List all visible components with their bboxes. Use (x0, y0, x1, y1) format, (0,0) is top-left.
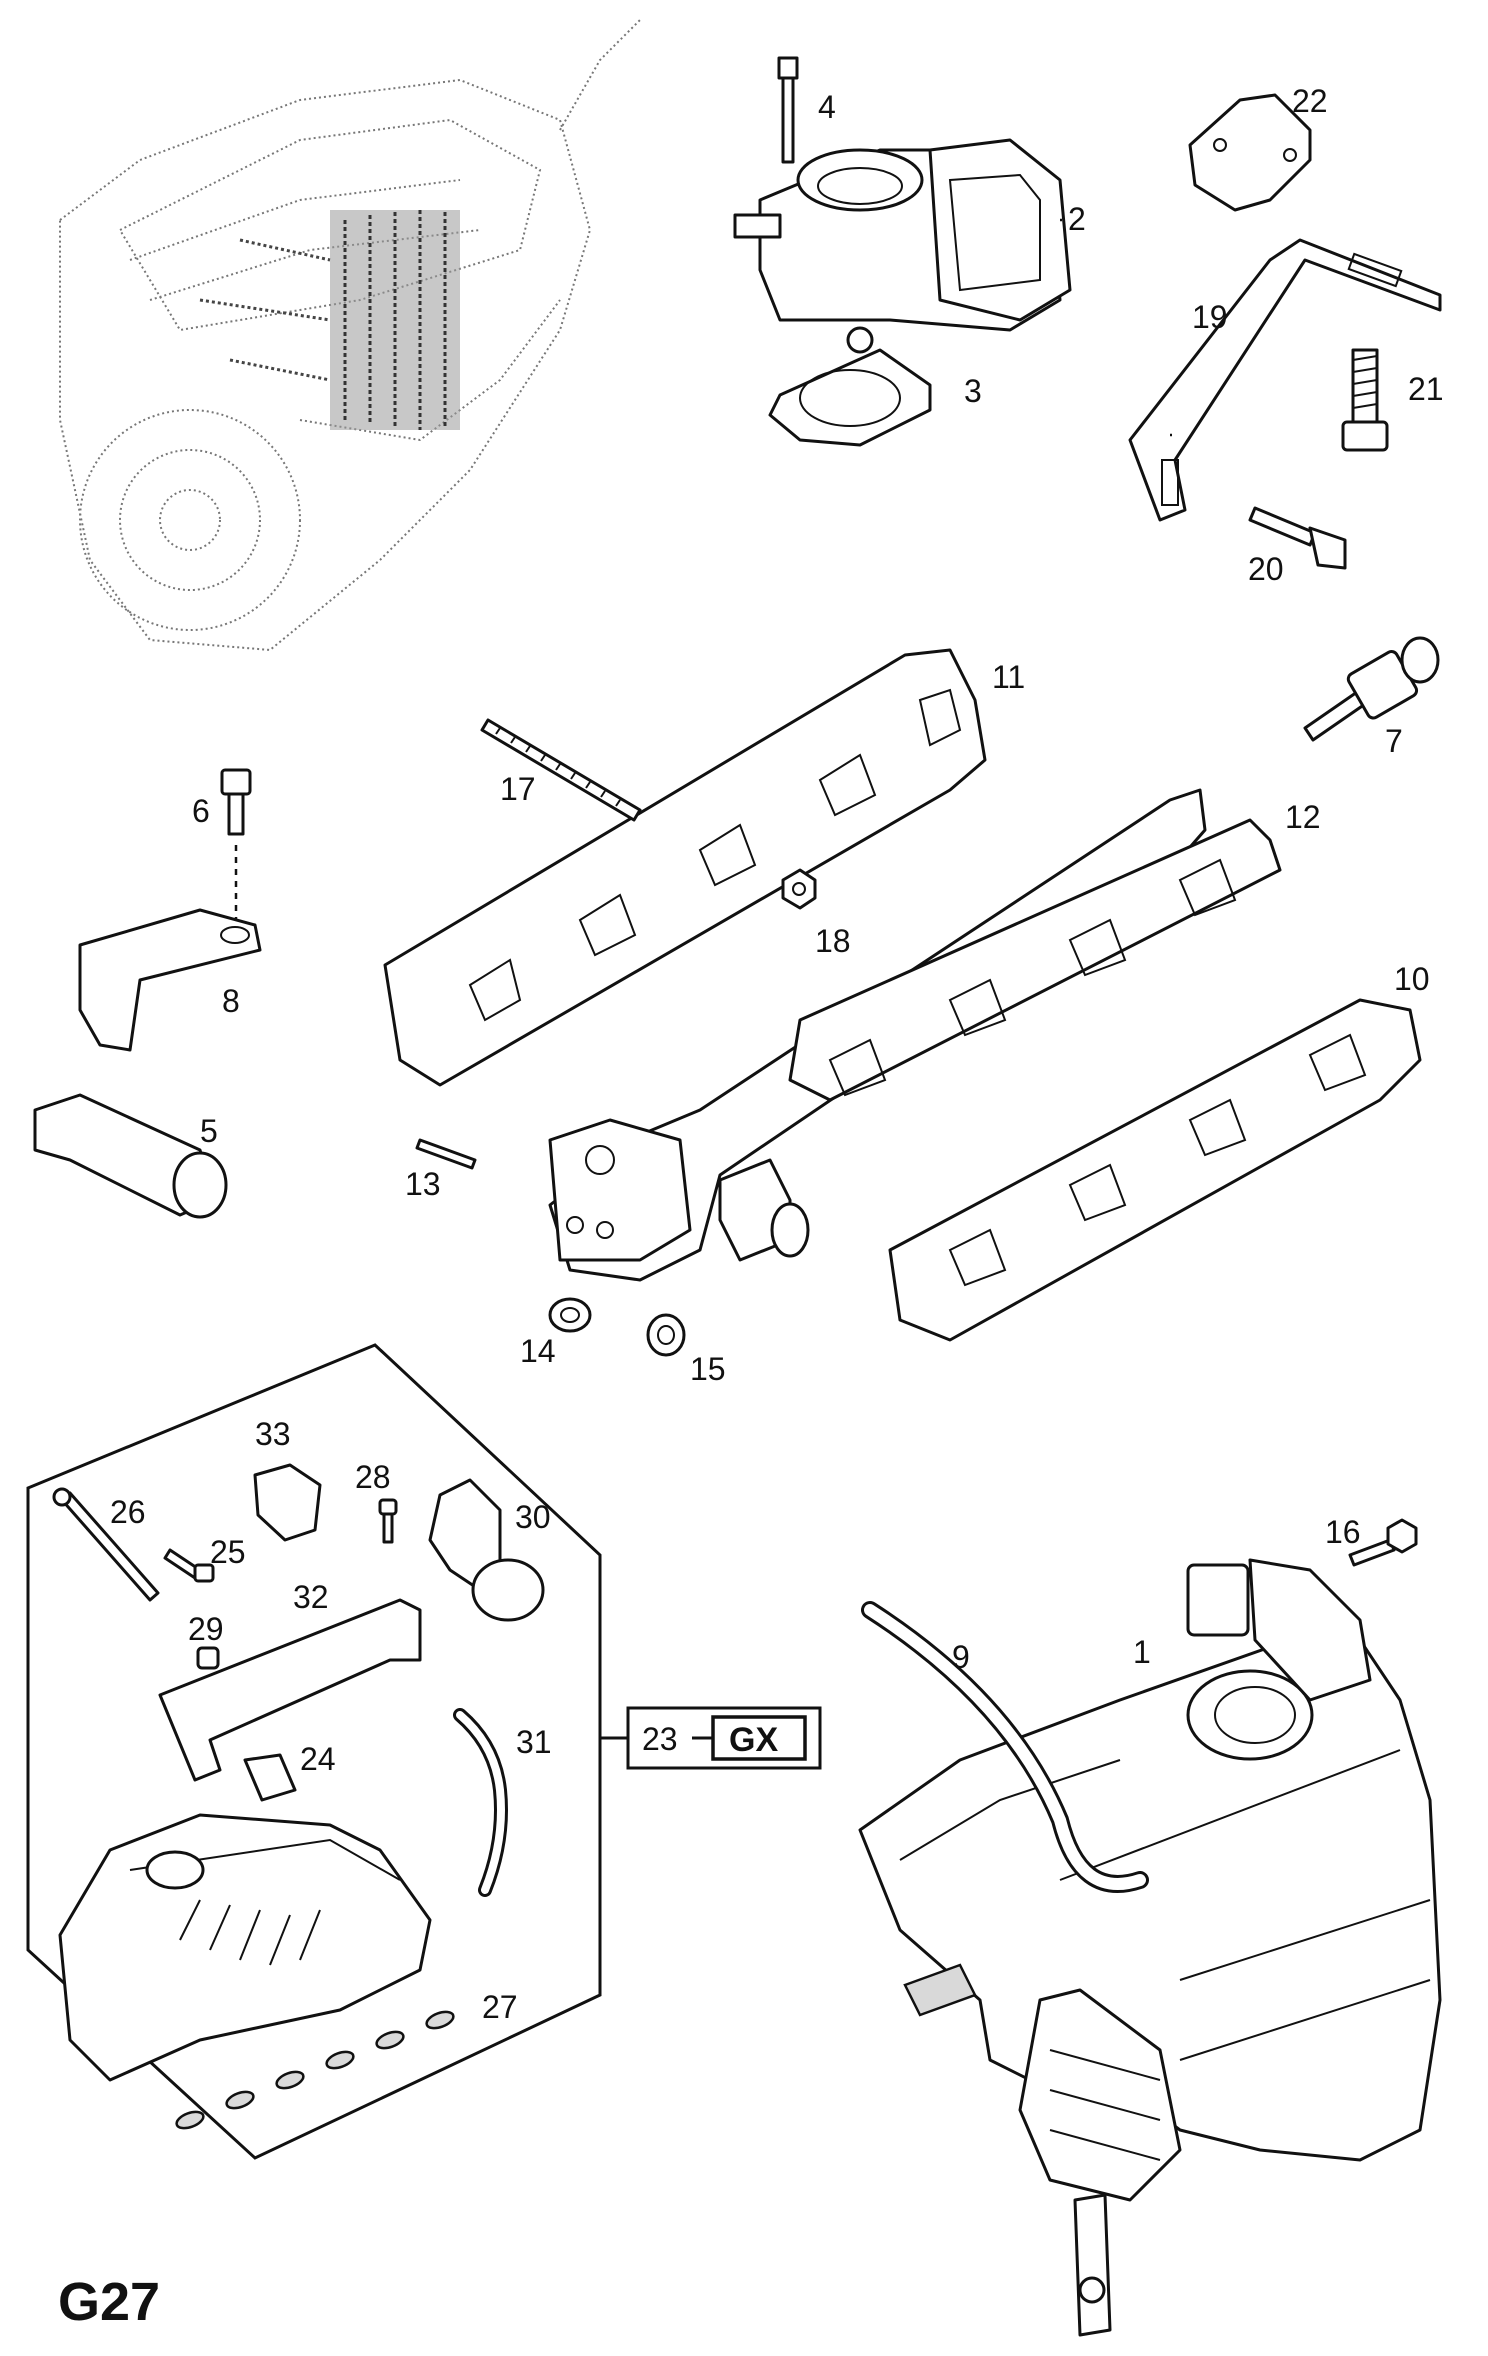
nut-18 (781, 868, 817, 910)
seals-27 (175, 2010, 455, 2130)
exhaust-gasket-11 (383, 648, 987, 1087)
clip-24 (243, 1753, 297, 1802)
callout-26: 26 (110, 1494, 146, 1530)
callout-11: 11 (992, 659, 1025, 695)
callout-20: 20 (1248, 551, 1284, 587)
callout-16: 16 (1325, 1514, 1361, 1550)
actuator-30 (428, 1478, 545, 1622)
callout-2: 2 (1068, 201, 1086, 237)
callout-31: 31 (516, 1724, 552, 1760)
callout-10: 10 (1394, 961, 1430, 997)
callout-14: 14 (520, 1333, 556, 1369)
intake-gasket-10 (888, 998, 1422, 1342)
plug-29 (196, 1646, 220, 1670)
callout-18: 18 (815, 923, 851, 959)
intake-module-kit (58, 1813, 432, 2082)
callout-27: 27 (482, 1989, 518, 2025)
cover-plate-22 (1188, 93, 1312, 212)
bolt-16 (1348, 1518, 1418, 1567)
callout-8: 8 (222, 983, 240, 1019)
sensor-33 (253, 1463, 322, 1542)
seal-15 (646, 1313, 686, 1357)
pin-13 (415, 1138, 477, 1170)
intake-manifold-1 (858, 1558, 1442, 2337)
bracket-32 (158, 1598, 422, 1782)
connector-5 (33, 1093, 228, 1219)
callout-17: 17 (500, 771, 536, 807)
callout-33: 33 (255, 1416, 291, 1452)
bolt-21 (1341, 348, 1389, 452)
callout-23: 23 (642, 1721, 678, 1757)
group-code-gx: GX (729, 1721, 778, 1759)
callout-9: 9 (952, 1639, 970, 1675)
throttle-body-2 (733, 138, 1072, 354)
hose-31 (453, 1708, 508, 1897)
callout-13: 13 (405, 1166, 441, 1202)
throttle-gasket-3 (768, 348, 932, 447)
callout-1: 1 (1133, 1634, 1151, 1670)
callout-24: 24 (300, 1741, 336, 1777)
callout-21: 21 (1408, 371, 1444, 407)
callout-6: 6 (192, 793, 210, 829)
bolt-25 (163, 1548, 215, 1583)
callout-30: 30 (515, 1499, 551, 1535)
callout-15: 15 (690, 1351, 726, 1387)
bracket-8 (78, 908, 262, 1052)
page-label: G27 (58, 2272, 160, 2332)
dipstick-tube-9 (861, 1601, 1149, 1893)
callout-25: 25 (210, 1534, 246, 1570)
callout-4: 4 (818, 89, 836, 125)
callout-32: 32 (293, 1579, 329, 1615)
bolt-4 (777, 56, 799, 164)
exhaust-manifold-12 (548, 788, 1282, 1282)
stud-17 (480, 718, 642, 822)
callout-19: 19 (1192, 299, 1228, 335)
leader-lines (1060, 218, 1172, 437)
seal-14 (548, 1297, 592, 1333)
sensor-7 (1303, 636, 1440, 742)
bolt-26 (52, 1487, 160, 1602)
callout-3: 3 (964, 373, 982, 409)
bolt-20 (1248, 506, 1347, 570)
bolt-28 (378, 1498, 398, 1544)
engine-overview-illustration (59, 19, 641, 652)
callout-29: 29 (188, 1611, 224, 1647)
bolt-6 (220, 768, 252, 920)
group-reference-box (600, 1706, 822, 1770)
callout-28: 28 (355, 1459, 391, 1495)
callout-7: 7 (1385, 723, 1403, 759)
service-kit-frame (26, 1343, 602, 2160)
callout-12: 12 (1285, 799, 1321, 835)
callout-5: 5 (200, 1113, 218, 1149)
callout-22: 22 (1292, 83, 1328, 119)
bracket-19 (1128, 238, 1442, 522)
